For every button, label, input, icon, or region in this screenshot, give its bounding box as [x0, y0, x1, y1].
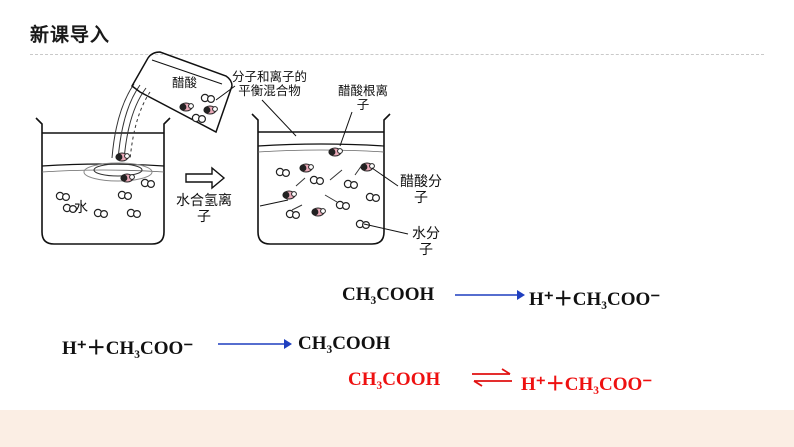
equation-recombination: H⁺＋CH₃COO⁻ [62, 333, 193, 360]
label-acetic-molecule: 醋酸分 子 [400, 174, 442, 207]
label-hydronium-ion: 水合氢离 子 [176, 193, 232, 226]
pouring-beaker [131, 51, 233, 134]
eq2-arrow [218, 339, 292, 349]
label-acetate-ion: 醋酸根离 子 [338, 83, 389, 113]
equation-equilibrium: CH₃COOH [348, 369, 440, 391]
leader-lines [215, 85, 409, 235]
eq3-left: CH₃COOH [348, 369, 441, 390]
right-beaker [251, 113, 391, 245]
label-acetic-acid: 醋酸 [172, 75, 198, 90]
right-beaker-particles [275, 147, 380, 229]
label-water-molecule: 水分 子 [412, 226, 440, 259]
equation-ionization: CH₃COOH [342, 284, 434, 306]
label-equilibrium-mixture: 分子和离子的 平衡混合物 [232, 69, 308, 99]
eq3-reversible-arrow [472, 368, 512, 387]
label-water: 水 [74, 200, 88, 216]
eq1-arrow [455, 290, 525, 300]
eq2-right: CH₃COOH [298, 333, 391, 354]
title-divider [30, 54, 764, 55]
page-title: 新课导入 [30, 24, 111, 46]
eq3-right: H⁺＋CH₃COO⁻ [521, 374, 653, 395]
footer-band [0, 410, 794, 447]
eq1-left: CH₃COOH [342, 284, 435, 305]
eq1-right: H⁺＋CH₃COO⁻ [529, 289, 661, 310]
transition-arrow [185, 166, 226, 190]
eq2-left: H⁺＋CH₃COO⁻ [62, 338, 194, 359]
